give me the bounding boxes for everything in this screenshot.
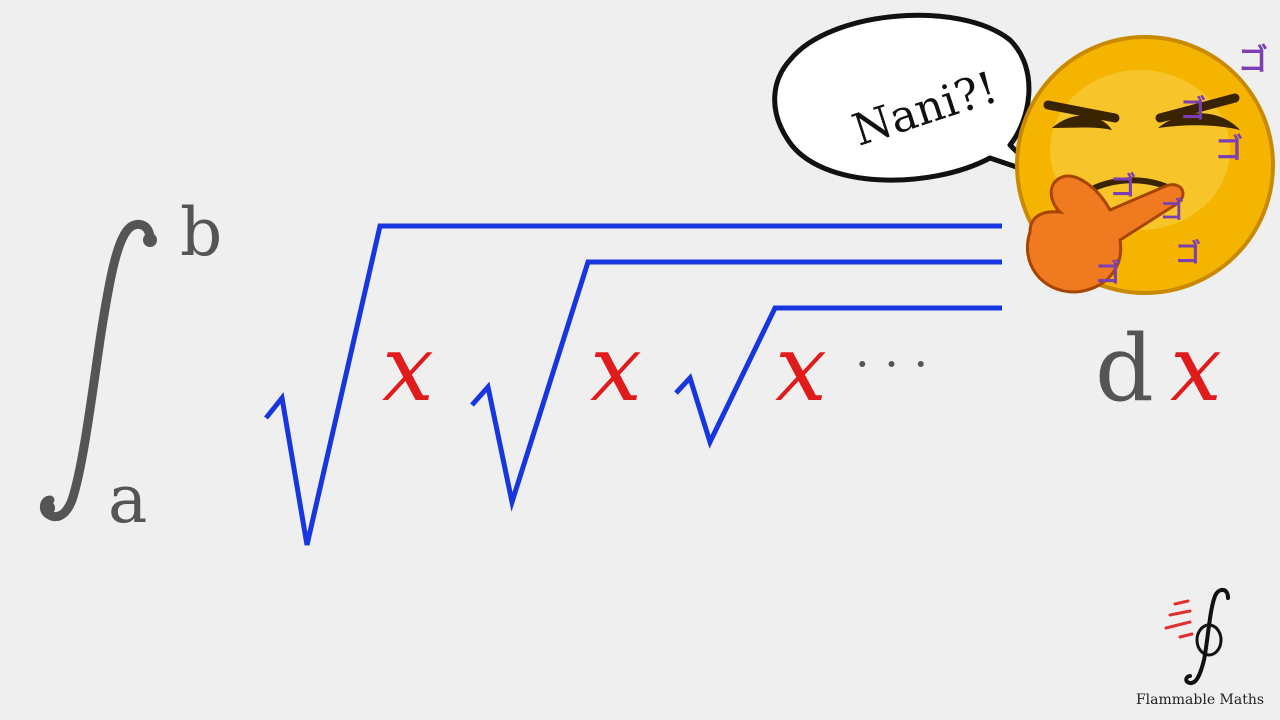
- ellipsis-dots: · · ·: [855, 337, 928, 391]
- logo-caption: Flammable Maths: [1136, 692, 1264, 708]
- menacing-symbol: ゴ: [1238, 43, 1268, 78]
- integral-expression: b a: [39, 194, 222, 538]
- speech-bubble: Nani?!: [772, 12, 1043, 183]
- menacing-symbols: ゴ ゴ ゴ ゴ ゴ ゴ ゴ: [1095, 43, 1268, 289]
- integral-bottom-dot: [41, 501, 55, 515]
- contour-circle: [1195, 623, 1223, 657]
- differential-x: x: [1170, 315, 1222, 422]
- lower-limit: a: [108, 461, 147, 538]
- outer-radical-sign: [264, 223, 1002, 546]
- emoji-right-brow: [1155, 93, 1240, 123]
- flammable-maths-logo: Flammable Maths: [1136, 587, 1264, 708]
- inner-radical-sign: [674, 305, 1002, 449]
- x-middle: x: [590, 315, 642, 422]
- radicands: x x x · · ·: [382, 315, 928, 422]
- differential: d x: [1095, 315, 1222, 422]
- differential-d: d: [1095, 315, 1154, 422]
- emoji-left-eye: [1052, 115, 1112, 130]
- middle-radical-sign: [470, 259, 1002, 512]
- contour-integral-icon: [1184, 587, 1230, 686]
- x-outer: x: [382, 315, 434, 422]
- emoji-hand: [1025, 174, 1185, 294]
- flame-lines-icon: [1164, 599, 1194, 639]
- menacing-emoji-icon: ゴ ゴ ゴ ゴ ゴ ゴ ゴ: [1015, 35, 1275, 295]
- emoji-left-brow: [1043, 100, 1120, 123]
- x-inner: x: [775, 315, 827, 422]
- menacing-symbol: ゴ: [1110, 171, 1136, 202]
- menacing-symbol: ゴ: [1215, 132, 1243, 165]
- menacing-symbol: ゴ: [1095, 258, 1121, 289]
- menacing-symbol: ゴ: [1160, 196, 1184, 224]
- upper-limit: b: [180, 194, 222, 271]
- menacing-symbol: ゴ: [1175, 238, 1201, 269]
- speech-bubble-shape: [772, 12, 1043, 183]
- integral-top-dot: [143, 233, 157, 247]
- nested-radical: [264, 223, 1002, 546]
- menacing-symbol: ゴ: [1180, 94, 1206, 125]
